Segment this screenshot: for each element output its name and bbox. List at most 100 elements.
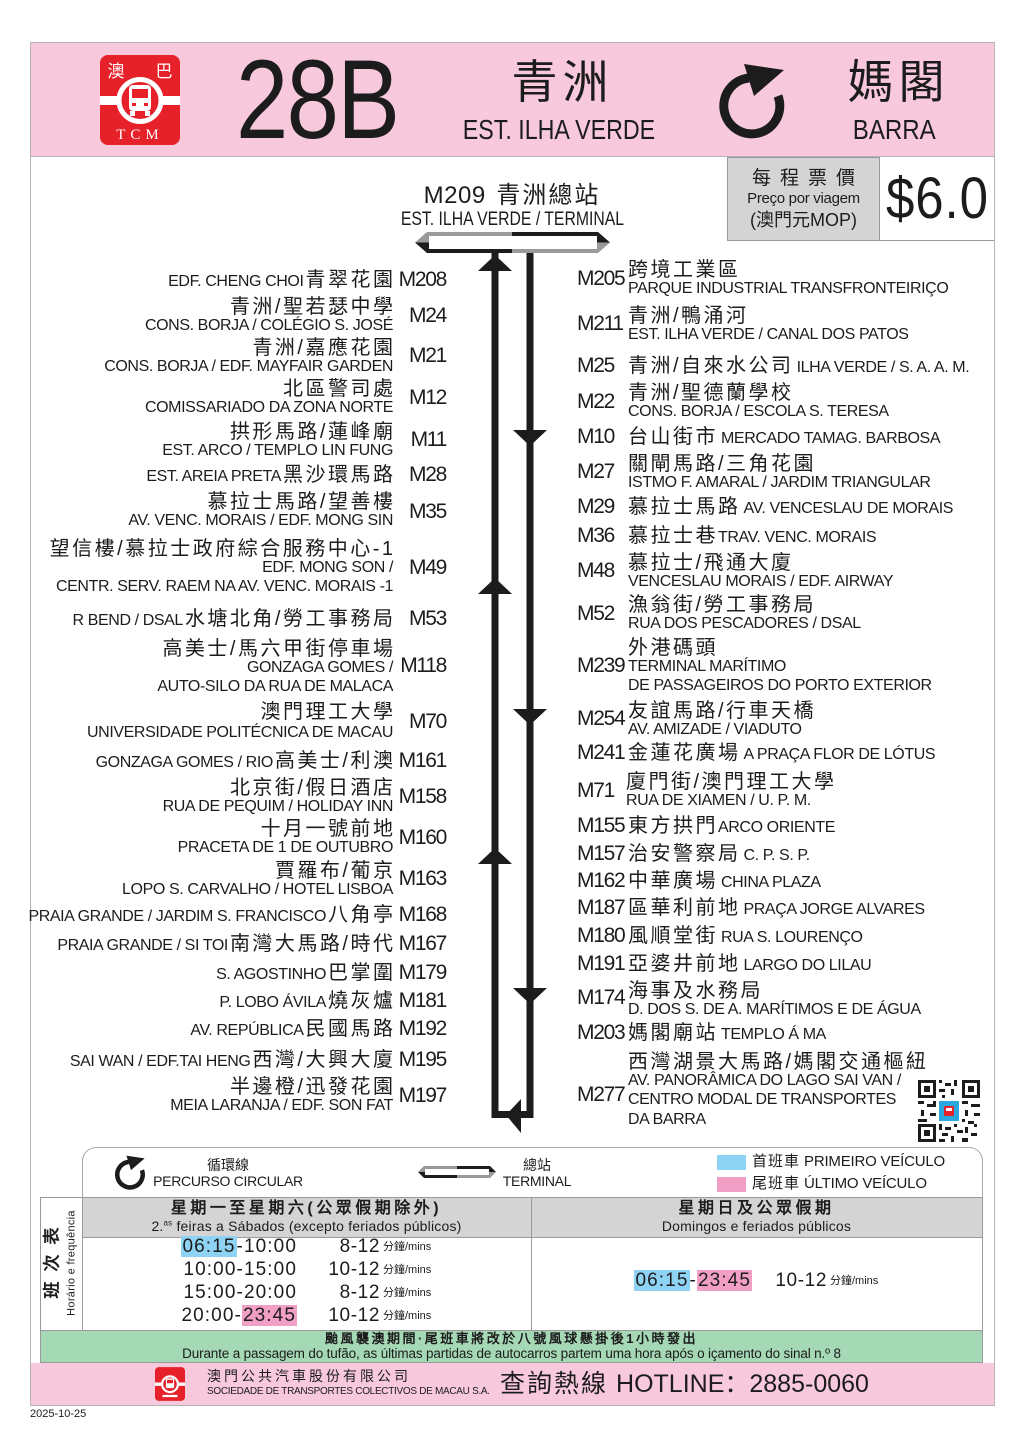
stop-code: M158: [398, 785, 448, 808]
stop-code: M180: [577, 924, 626, 947]
stop-name-cn: 青洲/聖若瑟中學: [229, 296, 396, 318]
time-separator: -: [689, 1270, 697, 1291]
stop-name-pt: C. P. S. P.: [743, 847, 811, 864]
first-bus-time: 06:15: [634, 1270, 690, 1291]
stop-code: M197: [398, 1084, 448, 1107]
timetable-label: 班次表 Horário e frequência: [41, 1197, 83, 1330]
stop-name-cn: 海事及水務局: [628, 980, 763, 1002]
stop-name-pt: CONS. BORJA / EDF. MAYFAIR GARDEN: [104, 358, 393, 375]
legend-last-bus-cn: 尾班車: [752, 1175, 801, 1192]
stop-name-pt-line3: DA BARRA: [628, 1111, 706, 1128]
print-date: 2025-10-25: [30, 1408, 87, 1420]
stop-name-pt: EDF. MONG SON /: [262, 559, 393, 576]
stop-name-pt: RUA DE XIAMEN / U. P. M.: [626, 792, 811, 809]
legend-circular: 循環線 PERCURSO CIRCULAR: [153, 1157, 303, 1190]
stop-name-cn: 漁翁街/勞工事務局: [628, 594, 817, 616]
circular-route-icon: [115, 1155, 145, 1190]
legend-circular-cn: 循環線: [207, 1157, 249, 1173]
stop-name-cn: 八角亭: [328, 904, 396, 926]
right-stop-row: 東方拱門ARCO ORIENTE: [628, 816, 835, 838]
sunday-time-range: 06:15-23:45: [600, 1270, 752, 1292]
stop-code: M28: [409, 463, 447, 486]
stop-name-pt: CONS. BORJA / COLÉGIO S. JOSÉ: [144, 317, 393, 334]
frequency-unit: 分鐘/mins: [830, 1275, 879, 1287]
tcm-logo-icon: 澳 巴 TCM: [100, 55, 180, 145]
stop-name-cn: 澳門理工大學: [260, 701, 396, 723]
timetable-divider: [82, 1197, 83, 1331]
time-end: 10:00: [243, 1236, 297, 1257]
stop-name-cn: 外港碼頭: [628, 637, 718, 659]
weekday-title-pt: 2.as feiras a Sábados (excepto feriados …: [82, 1218, 531, 1234]
sunday-title-pt: Domingos e feriados públicos: [661, 1218, 852, 1234]
legend-terminal-pt: TERMINAL: [502, 1173, 572, 1189]
weekday-title-pt-sup: as: [163, 1218, 173, 1228]
stop-name-cn: 青洲/聖德蘭學校: [628, 382, 794, 404]
terminal-code: M209: [423, 182, 486, 209]
stop-code: M35: [409, 500, 447, 523]
frequency-unit: 分鐘/mins: [383, 1310, 432, 1322]
stop-code: M192: [398, 1017, 448, 1040]
first-bus-time: 06:15: [181, 1236, 237, 1257]
fare-label-box: 每程票價 Preço por viagem (澳門元MOP): [727, 157, 880, 241]
legend-circular-pt: PERCURSO CIRCULAR: [153, 1173, 303, 1189]
timetable-label-pt: Horário e frequência: [65, 1210, 78, 1316]
stop-name-pt: D. DOS S. DE A. MARÍTIMOS E DE ÁGUA: [628, 1001, 921, 1018]
stop-code: M174: [577, 986, 626, 1009]
timetable-label-cn: 班次表: [42, 1217, 62, 1299]
stop-code: M241: [577, 741, 626, 764]
stop-code: M160: [398, 826, 448, 849]
stop-name-pt: TERMINAL MARÍTIMO: [628, 658, 786, 675]
stop-name-cn: 區華利前地: [628, 897, 741, 919]
weekday-header: 星期一至星期六(公眾假期除外) 2.as feiras a Sábados (e…: [82, 1200, 531, 1234]
time-end: 15:00: [243, 1259, 297, 1280]
stop-code: M21: [409, 344, 447, 367]
stop-name-pt: GONZAGA GOMES /: [246, 659, 393, 676]
right-stop-row: 慕拉士巷TRAV. VENC. MORAIS: [628, 526, 877, 548]
last-bus-time: 23:45: [696, 1270, 752, 1291]
destination-name-pt-text: BARRA: [852, 114, 936, 145]
weekday-time-range: 15:00-20:00: [150, 1282, 297, 1304]
return-line: [491, 253, 499, 1118]
time-separator: -: [236, 1282, 244, 1303]
down-arrow-icon: [513, 988, 547, 1004]
stop-name-cn: 風順堂街: [628, 925, 718, 947]
stop-code: M12: [409, 386, 447, 409]
up-arrow-icon: [478, 848, 512, 864]
stop-name-pt-line2: DE PASSAGEIROS DO PORTO EXTERIOR: [628, 677, 932, 694]
stop-code: M49: [409, 556, 447, 579]
typhoon-notice-pt: Durante a passagem do tufão, as últimas …: [182, 1346, 841, 1361]
sunday-title-cn: 星期日及公眾假期: [678, 1200, 835, 1217]
stop-name-cn: 高美士/利澳: [274, 750, 396, 772]
stop-code: M187: [577, 896, 626, 919]
footer-band: [31, 1363, 994, 1405]
logo-abbr: TCM: [116, 127, 164, 143]
legend-last-bus-pt: ÚLTIMO VEÍCULO: [804, 1175, 927, 1192]
stop-name-pt-line2: CENTR. SERV. RAEM NA AV. VENC. MORAIS -1: [56, 578, 393, 595]
stop-name-pt: PARQUE INDUSTRIAL TRANSFRONTEIRIÇO: [628, 280, 949, 297]
terminal-title: M209 青洲總站: [380, 183, 644, 209]
legend-first-bus-cn: 首班車: [752, 1153, 801, 1170]
stop-code: M71: [577, 779, 615, 802]
typhoon-notice: 颱風襲澳期間·尾班車將改於八號風球懸掛後1小時發出 Durante a pass…: [40, 1330, 983, 1363]
hotline-label: HOTLINE：: [616, 1370, 750, 1398]
time-start: 10:00: [183, 1259, 237, 1280]
legend-first-bus-pt: PRIMEIRO VEÍCULO: [804, 1153, 946, 1170]
stop-name-cn: 中華廣場: [628, 870, 718, 892]
stop-code: M24: [409, 304, 447, 327]
stop-name-pt: P. LOBO ÁVILA: [219, 994, 326, 1011]
stop-name-cn: 青洲/嘉應花園: [252, 337, 396, 359]
stop-name-pt: AV. REPÚBLICA: [190, 1022, 304, 1039]
outbound-line: [526, 253, 534, 1118]
stop-code: M162: [577, 869, 626, 892]
stop-name-pt: ILHA VERDE / S. A. A. M.: [796, 359, 970, 376]
stop-code: M52: [577, 602, 615, 625]
weekday-frequency: 10-12: [328, 1259, 380, 1280]
